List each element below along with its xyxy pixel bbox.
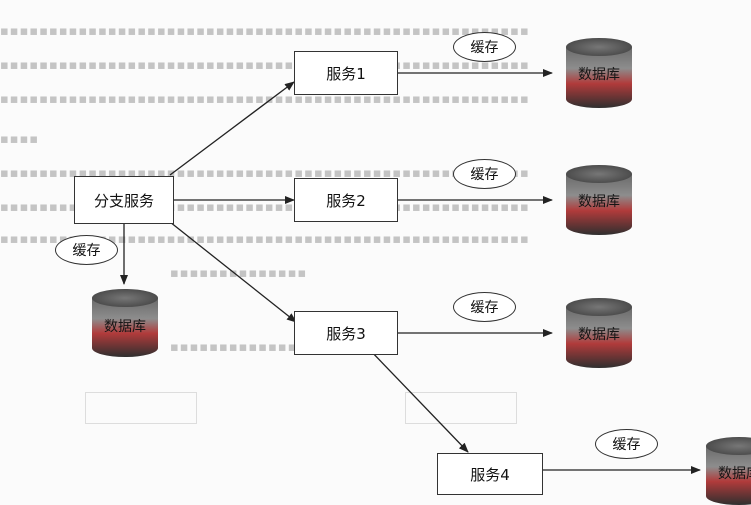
cache-label: 缓存	[470, 167, 499, 183]
service2-label: 服务2	[326, 191, 366, 210]
cache-label: 缓存	[72, 243, 101, 259]
database-2: 数据库	[566, 165, 632, 235]
database-label: 数据库	[578, 194, 620, 210]
cache-label: 缓存	[470, 40, 499, 56]
database-3: 数据库	[566, 298, 632, 368]
database-label: 数据库	[718, 466, 751, 482]
cache-service1: 缓存	[453, 32, 516, 62]
service4-label: 服务4	[470, 465, 510, 484]
cache-branch: 缓存	[55, 235, 118, 265]
cache-service3: 缓存	[453, 292, 516, 322]
edge-service3-to-service4	[367, 347, 469, 453]
database-label: 数据库	[104, 319, 146, 335]
cache-service4: 缓存	[595, 429, 658, 459]
database-4: 数据库	[706, 437, 751, 505]
service2-box: 服务2	[294, 178, 398, 222]
service4-box: 服务4	[437, 453, 543, 495]
service1-box: 服务1	[294, 51, 398, 95]
database-1: 数据库	[566, 38, 632, 108]
service1-label: 服务1	[326, 64, 366, 83]
cache-label: 缓存	[470, 300, 499, 316]
database-branch: 数据库	[92, 289, 158, 357]
database-label: 数据库	[578, 67, 620, 83]
branch-service-label: 分支服务	[93, 191, 154, 210]
service3-box: 服务3	[294, 311, 398, 355]
edge-branch-to-service1	[169, 81, 295, 176]
branch-service-box: 分支服务	[74, 176, 174, 224]
database-label: 数据库	[578, 327, 620, 343]
edge-branch-to-service3	[169, 221, 297, 323]
cache-service2: 缓存	[453, 159, 516, 189]
service3-label: 服务3	[326, 324, 366, 343]
cache-label: 缓存	[612, 437, 641, 453]
